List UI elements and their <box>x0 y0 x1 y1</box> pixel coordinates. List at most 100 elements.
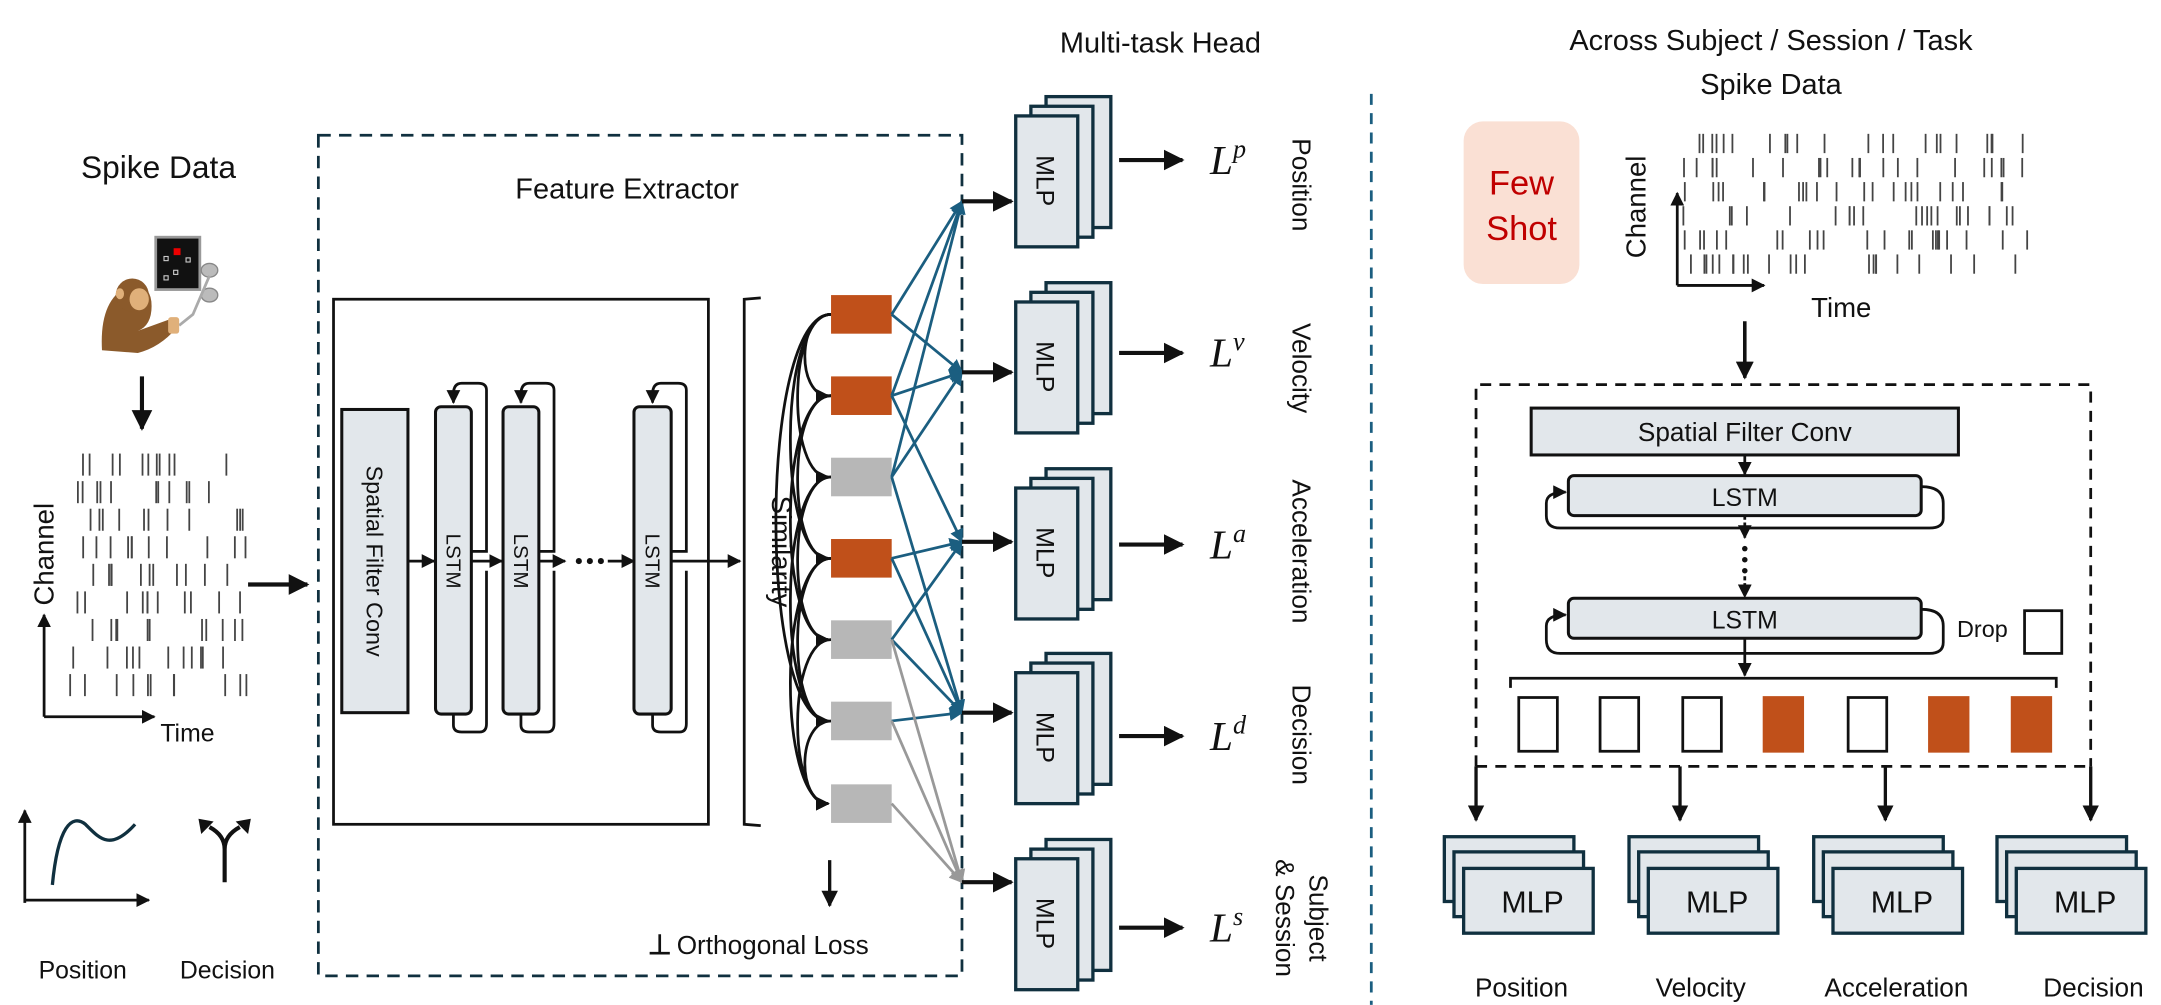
feature-token-orange <box>831 295 892 334</box>
lstm-label: LSTM <box>442 534 465 589</box>
similarity-bracket <box>742 296 761 828</box>
recurrent-loop <box>519 570 556 734</box>
monkey-icon <box>101 235 219 353</box>
few-shot-line1: Few <box>1489 164 1554 202</box>
loss-symbol: Ld <box>1209 710 1247 759</box>
lstm-label: LSTM <box>509 534 532 589</box>
loss-superscript: d <box>1233 710 1247 739</box>
head-label: & Session <box>1270 859 1300 977</box>
mlp-label: MLP <box>1030 155 1057 206</box>
orthogonal-symbol: ⊥ <box>648 929 672 960</box>
feature-token-orange <box>2010 696 2053 753</box>
head-label: Subject <box>1303 874 1333 962</box>
time-axis-label: Time <box>1811 292 1871 323</box>
feature-token-dropped <box>1517 696 1559 753</box>
loss-superscript: v <box>1233 327 1245 356</box>
transfer-title-line1: Across Subject / Session / Task <box>1569 25 1973 57</box>
output-label: Acceleration <box>1824 973 1968 1003</box>
feature-extractor: Feature Extractor Spatial Filter Conv LS… <box>316 133 966 978</box>
spatial-filter-conv-label: Spatial Filter Conv <box>1638 417 1852 447</box>
decision-label: Decision <box>180 958 275 985</box>
head-label: Acceleration <box>1287 479 1317 623</box>
loss-superscript: p <box>1231 134 1246 163</box>
drop-label: Drop <box>1957 616 2008 642</box>
drop-legend-box <box>2023 609 2064 655</box>
feature-token-gray <box>831 457 892 497</box>
mlp-label: MLP <box>1871 887 1933 920</box>
mlp-label: MLP <box>1501 887 1563 920</box>
spike-raster <box>69 453 248 697</box>
recurrent-loop <box>514 381 556 553</box>
ellipsis-dots <box>1742 545 1748 574</box>
mlp-block <box>1014 300 1080 435</box>
spike-raster <box>1682 133 2029 274</box>
spike-data-title: Spike Data <box>81 149 236 185</box>
similarity-arc <box>774 312 832 728</box>
mlp-block <box>2014 866 2148 935</box>
mlp-label: MLP <box>2054 887 2116 920</box>
mlp-label: MLP <box>1686 887 1748 920</box>
recurrent-loop <box>446 381 488 553</box>
mlp-block <box>1014 857 1080 992</box>
feature-to-head-link <box>890 200 965 397</box>
head-1: MLP Lp Position <box>961 94 1317 249</box>
loss-letter: L <box>1209 904 1233 950</box>
feature-token-gray <box>831 701 892 741</box>
few-shot-line2: Shot <box>1486 210 1557 248</box>
feature-token-dropped <box>1846 696 1889 753</box>
head-label: Position <box>1287 138 1317 231</box>
feature-token-orange <box>1762 696 1805 753</box>
mlp-label: MLP <box>1030 898 1057 949</box>
few-shot-badge <box>1463 121 1580 285</box>
loss-symbol: Lp <box>1209 134 1246 183</box>
decision-fork-icon <box>198 818 251 883</box>
recurrent-loop <box>452 570 488 734</box>
feature-to-head-link <box>890 200 964 316</box>
mlp-label: MLP <box>1030 712 1057 763</box>
feature-to-head-link <box>890 540 964 641</box>
head-label: Velocity <box>1287 323 1317 414</box>
feature-token-orange <box>831 376 892 415</box>
spatial-filter-conv-label: Spatial Filter Conv <box>362 465 388 657</box>
ellipsis-dots <box>575 558 604 565</box>
feature-to-head-link <box>890 476 966 714</box>
model-frame <box>1474 383 2093 767</box>
recurrent-loop <box>645 381 688 553</box>
feature-extractor-title: Feature Extractor <box>515 174 739 206</box>
output-head-3: MLP Acceleration <box>1812 766 1968 1003</box>
similarity-arc <box>789 475 832 728</box>
spike-data-section: Spike Data Channel Time <box>17 149 310 985</box>
feature-to-head-link <box>890 395 964 544</box>
transfer-title-line2: Spike Data <box>1700 69 1842 101</box>
feature-to-head-link <box>890 371 964 478</box>
feature-token-dropped <box>1681 696 1723 753</box>
channel-axis-label: Channel <box>1621 156 1652 259</box>
lstm-label: LSTM <box>1712 485 1778 512</box>
feature-token-dropped <box>1598 696 1641 753</box>
feature-token-gray <box>831 620 892 659</box>
feature-to-head-link <box>891 707 964 723</box>
recurrent-loop <box>651 570 688 734</box>
spatial-filter-conv-block <box>1529 406 1960 457</box>
head-4: MLP Ld Decision <box>961 651 1317 806</box>
transfer-section: Across Subject / Session / Task Spike Da… <box>1442 25 2148 1003</box>
feature-to-head-link <box>890 200 966 478</box>
lstm-label: LSTM <box>641 534 664 589</box>
feature-to-head-link <box>890 720 964 884</box>
feature-token-gray <box>831 784 892 823</box>
mlp-block <box>1014 114 1080 249</box>
feature-to-head-link <box>891 369 964 397</box>
mlp-block <box>1014 486 1080 621</box>
head-label: Decision <box>1287 685 1317 785</box>
loss-letter: L <box>1209 713 1233 759</box>
time-axis-label: Time <box>160 721 214 748</box>
feature-bracket <box>1509 676 2058 688</box>
loss-symbol: La <box>1209 519 1246 568</box>
feature-to-head-link <box>890 638 963 714</box>
